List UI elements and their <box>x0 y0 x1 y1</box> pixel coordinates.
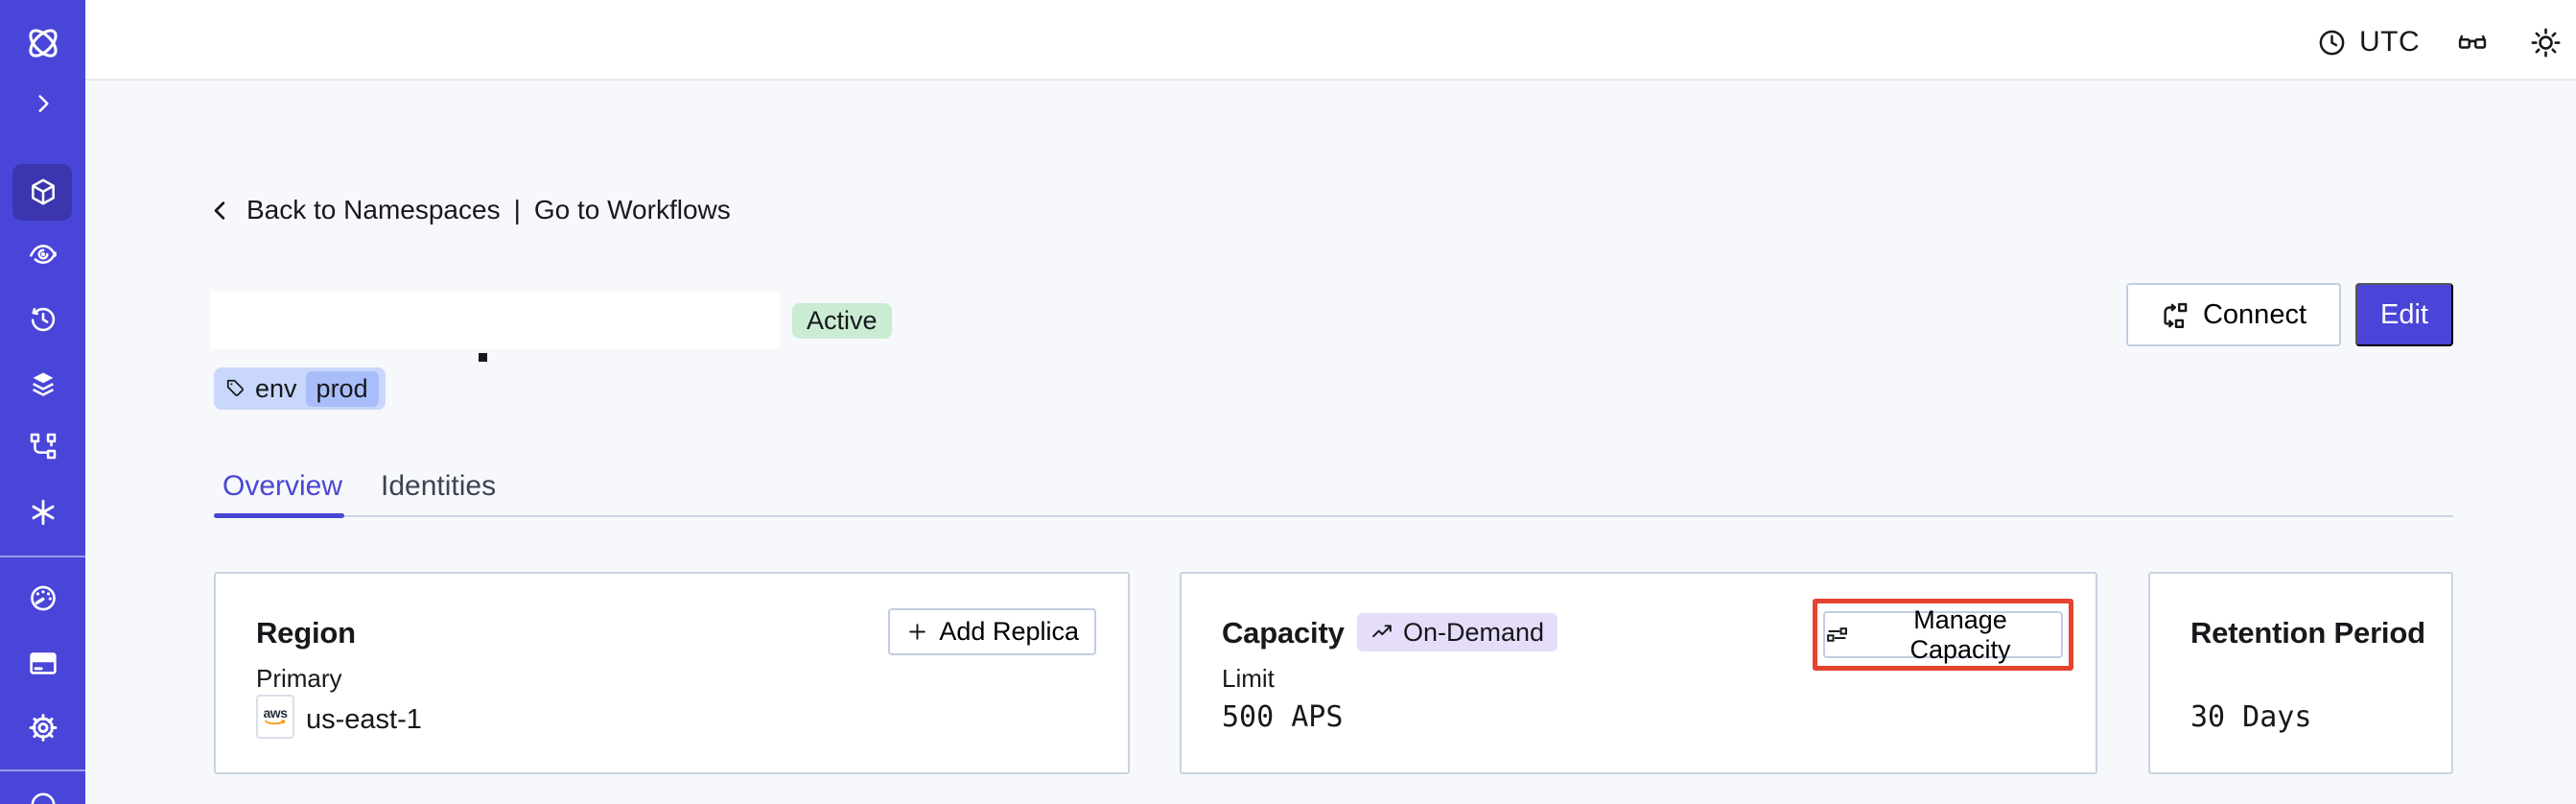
sidebar-item-billing-card-icon[interactable] <box>27 648 59 679</box>
sidebar-divider <box>0 769 85 771</box>
manage-capacity-button[interactable]: Manage Capacity <box>1823 605 2063 664</box>
connect-button[interactable]: Connect <box>2126 283 2341 346</box>
sidebar <box>0 0 85 804</box>
breadcrumb-back-link[interactable]: Back to Namespaces <box>246 195 501 225</box>
sidebar-item-account-circle-icon[interactable] <box>28 790 59 804</box>
capacity-field-label: Limit <box>1222 664 1275 693</box>
region-field-label: Primary <box>256 664 342 693</box>
sidebar-item-asterisk-icon[interactable] <box>28 497 59 528</box>
active-tab-underline <box>214 513 344 518</box>
trending-up-icon <box>1370 621 1394 645</box>
tag-value-chip: prod <box>305 370 379 407</box>
tabs-divider-rule <box>214 515 2453 517</box>
timezone-clock-icon[interactable] <box>2317 28 2347 58</box>
capacity-value: 500 APS <box>1222 700 1344 734</box>
timezone-label[interactable]: UTC <box>2359 26 2421 58</box>
topbar: UTC <box>85 0 2576 81</box>
sidebar-expand-chevron-icon[interactable] <box>31 91 56 116</box>
red-annotation-highlight: Manage Capacity <box>1813 599 2073 671</box>
retention-value: 30 Days <box>2190 700 2312 734</box>
connect-arrows-icon <box>2161 300 2190 330</box>
sidebar-item-settings-gear-icon[interactable] <box>27 712 59 744</box>
redaction-artifact-dot <box>479 353 487 362</box>
sidebar-item-pipeline-icon[interactable] <box>28 431 59 461</box>
breadcrumb: Back to Namespaces | Go to Workflows <box>207 195 731 225</box>
sidebar-divider <box>0 556 85 557</box>
back-chevron-icon[interactable] <box>207 198 233 224</box>
connect-button-label: Connect <box>2202 298 2307 330</box>
capacity-card: Capacity On-Demand Manage Capacity Limit… <box>1180 572 2097 774</box>
redacted-namespace-name <box>210 292 780 349</box>
edit-button-label: Edit <box>2380 298 2428 330</box>
sidebar-item-namespaces-cube-icon[interactable] <box>28 177 59 207</box>
temporal-logo-icon[interactable] <box>21 21 65 65</box>
ondemand-badge-label: On-Demand <box>1403 617 1545 647</box>
aws-logo-text: aws <box>263 705 288 721</box>
aws-provider-badge: aws <box>256 695 294 739</box>
capacity-card-title: Capacity <box>1222 616 1345 650</box>
tag-icon <box>225 378 246 399</box>
manage-capacity-label: Manage Capacity <box>1909 604 2011 664</box>
namespace-tag: env prod <box>214 367 386 410</box>
retention-card: Retention Period 30 Days <box>2148 572 2453 774</box>
sliders-icon <box>1825 623 1849 647</box>
add-replica-button[interactable]: Add Replica <box>888 608 1096 655</box>
sidebar-item-workflows-eye-icon[interactable] <box>28 239 59 270</box>
aws-smile-icon <box>265 720 286 725</box>
labs-glasses-icon[interactable] <box>2455 27 2490 59</box>
retention-card-title: Retention Period <box>2190 616 2425 650</box>
region-card: Region Add Replica Primary aws us-east-1 <box>214 572 1130 774</box>
tab-identities[interactable]: Identities <box>381 470 497 502</box>
sidebar-item-schedules-clock-icon[interactable] <box>28 304 59 335</box>
region-card-title: Region <box>256 616 356 650</box>
edit-button[interactable]: Edit <box>2355 283 2453 346</box>
region-value: us-east-1 <box>306 704 422 735</box>
sidebar-item-usage-gauge-icon[interactable] <box>27 582 59 614</box>
tag-key: env <box>255 373 297 403</box>
ondemand-badge: On-Demand <box>1357 613 1558 651</box>
breadcrumb-workflows-link[interactable]: Go to Workflows <box>533 195 731 225</box>
sidebar-item-layers-icon[interactable] <box>28 368 59 399</box>
tab-overview[interactable]: Overview <box>222 470 343 502</box>
plus-icon <box>905 620 929 644</box>
breadcrumb-divider: | <box>513 195 521 225</box>
theme-sun-icon[interactable] <box>2529 26 2563 59</box>
status-badge: Active <box>792 303 892 339</box>
add-replica-label: Add Replica <box>939 617 1079 646</box>
